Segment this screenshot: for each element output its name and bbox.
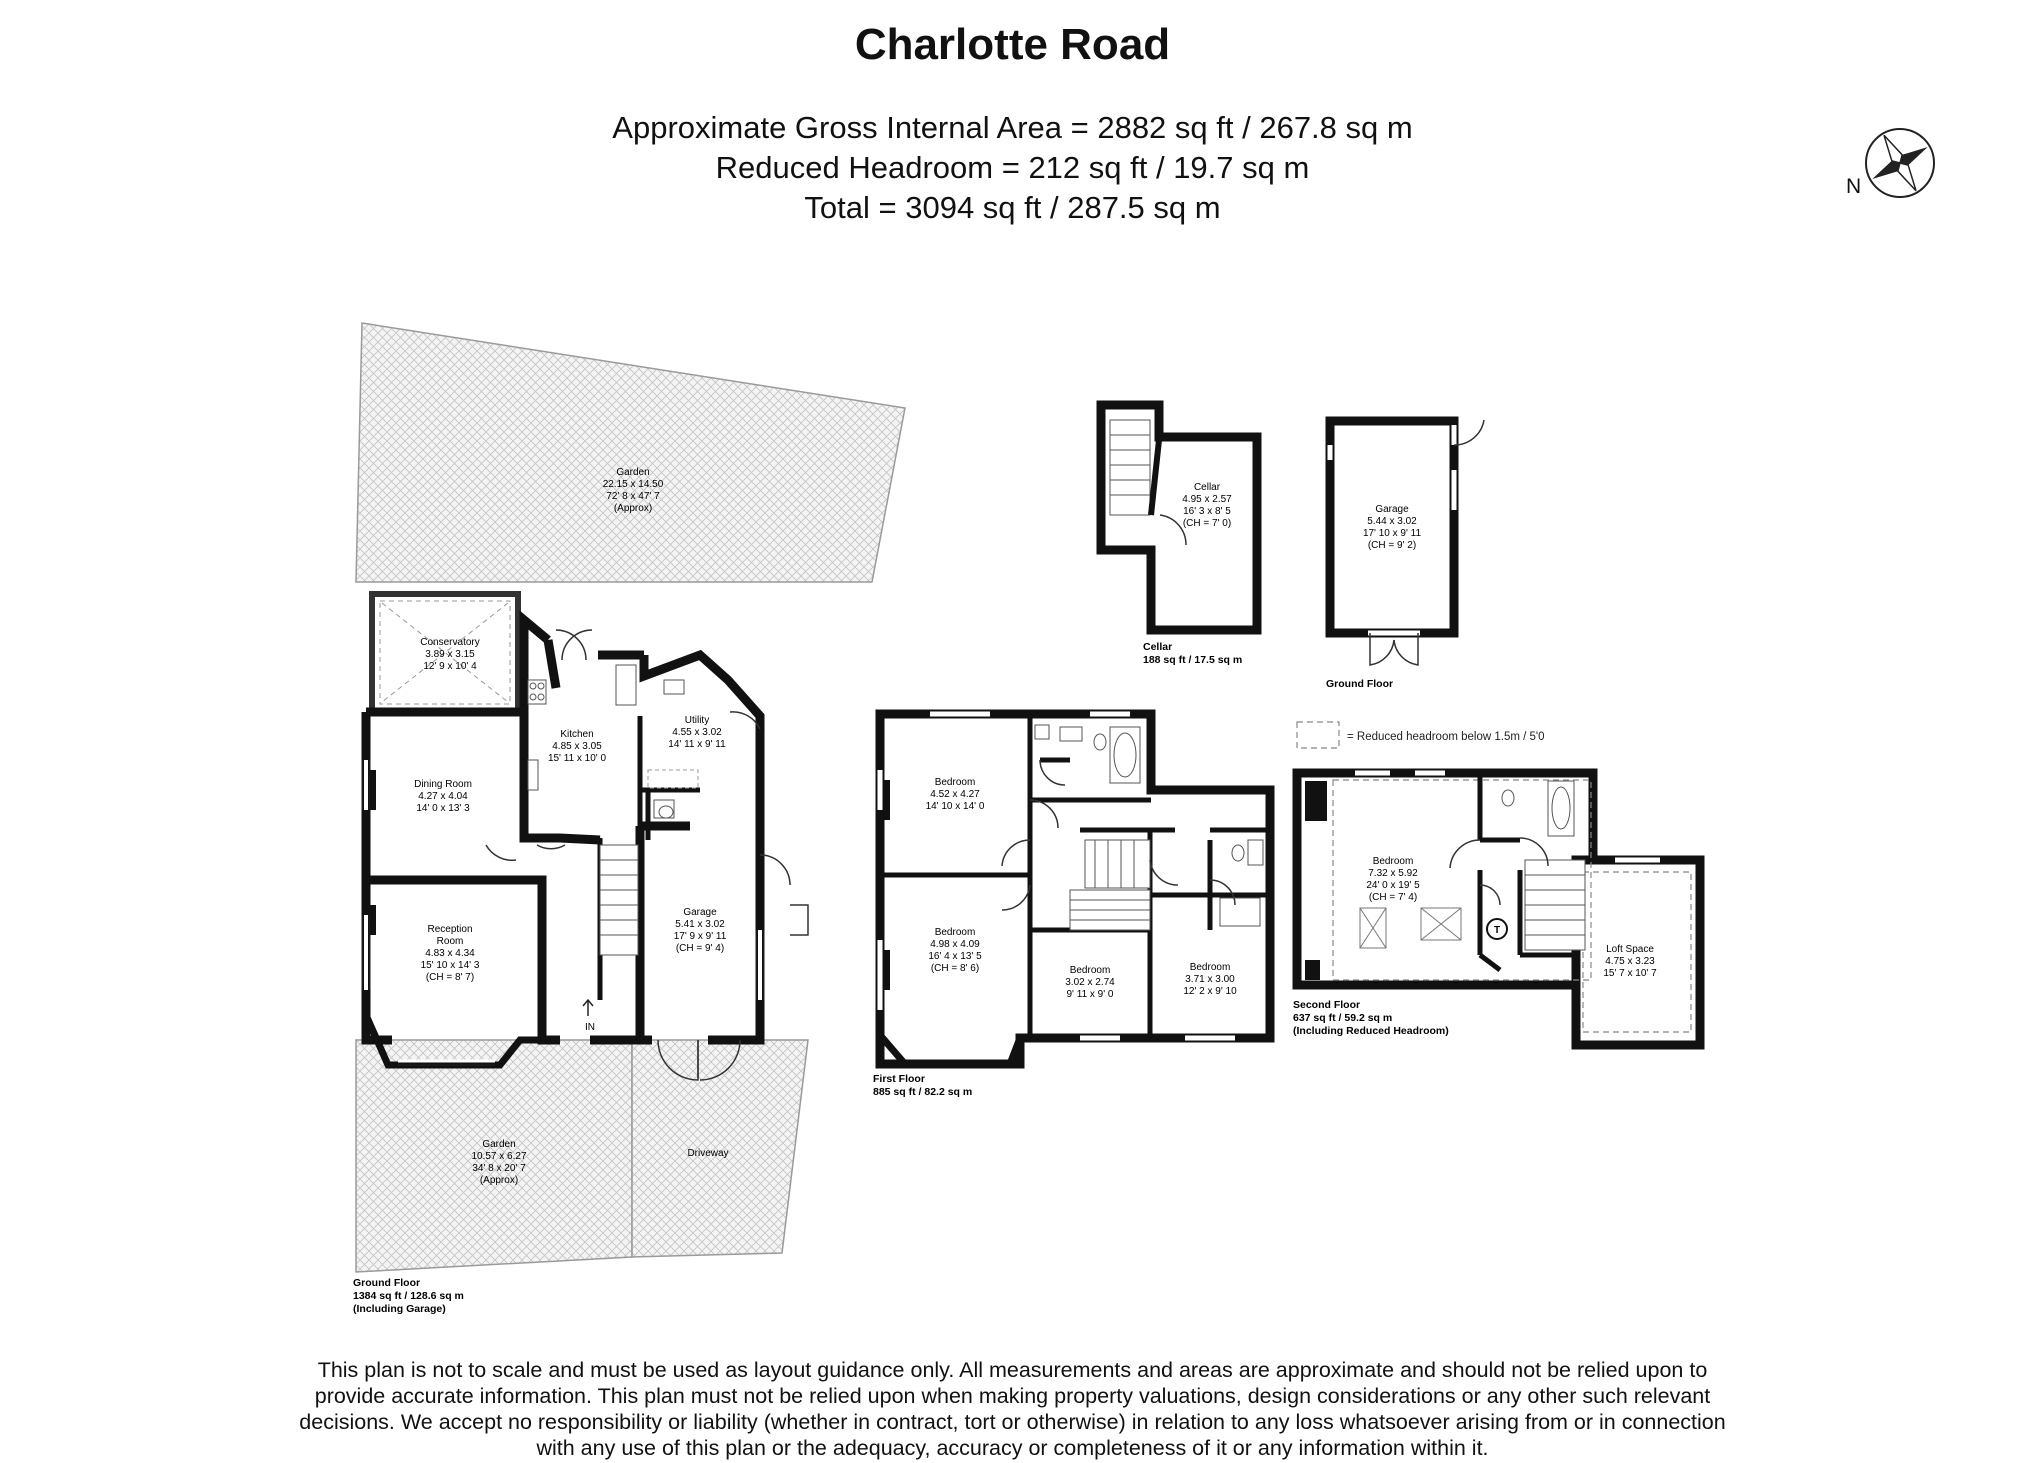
entrance-label: IN (585, 1022, 595, 1033)
bedroom-4-dims-imperial: 12' 2 x 9' 10 (1183, 986, 1237, 997)
reception-room-label-2: Room (437, 936, 464, 947)
reception-room-dims-imperial: 15' 10 x 14' 3 (421, 960, 480, 971)
rear-garden (355, 322, 906, 583)
rear-garden-dims-metric: 22.15 x 14.50 (603, 479, 664, 490)
cellar-floor-title: Cellar (1143, 641, 1172, 653)
bedroom-3-dims-imperial: 9' 11 x 9' 0 (1067, 989, 1114, 1000)
second-floor-bedroom-dims-metric: 7.32 x 5.92 (1368, 868, 1418, 879)
entrance-arrow-icon (582, 998, 594, 1016)
bedroom-3-label: Bedroom (1070, 965, 1111, 976)
conservatory-dims-metric: 3.89 x 3.15 (425, 649, 475, 660)
reduced-headroom-legend-swatch (1296, 721, 1340, 749)
detached-garage-dims-imperial: 17' 10 x 9' 11 (1363, 528, 1422, 539)
bedroom-1-dims-imperial: 14' 10 x 14' 0 (926, 801, 985, 812)
driveway-label: Driveway (687, 1148, 728, 1159)
reduced-headroom-legend: = Reduced headroom below 1.5m / 5'0 (1347, 731, 1545, 743)
first-floor-area: 885 sq ft / 82.2 sq m (873, 1086, 972, 1098)
detached-garage-floor-title: Ground Floor (1326, 678, 1393, 690)
disclaimer: This plan is not to scale and must be us… (299, 1358, 1726, 1460)
first-floor-plan (875, 709, 1275, 1069)
detached-garage-dims-metric: 5.44 x 3.02 (1367, 516, 1417, 527)
reduced-headroom-area: Reduced Headroom = 212 sq ft / 19.7 sq m (715, 150, 1310, 185)
bedroom-2-label: Bedroom (935, 927, 976, 938)
conservatory-area (369, 591, 521, 715)
garage-dims-imperial: 17' 9 x 9' 11 (674, 931, 727, 942)
cellar-ceiling: (CH = 7' 0) (1183, 518, 1231, 529)
second-floor-bedroom-label: Bedroom (1373, 856, 1414, 867)
second-floor-plan (1292, 768, 1705, 1050)
detached-garage-plan (1325, 416, 1485, 666)
reception-room-label: Reception (427, 924, 472, 935)
reception-room-dims-metric: 4.83 x 4.34 (425, 948, 475, 959)
cellar-dims-metric: 4.95 x 2.57 (1182, 494, 1232, 505)
page-title: Charlotte Road (854, 20, 1171, 69)
front-garden-approx: (Approx) (480, 1175, 518, 1186)
conservatory-dims-imperial: 12' 9 x 10' 4 (423, 661, 477, 672)
compass-rose-icon (1865, 128, 1935, 198)
front-garden-label: Garden (482, 1139, 515, 1150)
bedroom-3-dims-metric: 3.02 x 2.74 (1065, 977, 1115, 988)
utility-dims-metric: 4.55 x 3.02 (672, 727, 722, 738)
second-floor-bedroom-dims-imperial: 24' 0 x 19' 5 (1366, 880, 1420, 891)
reception-room-ceiling: (CH = 8' 7) (426, 972, 474, 983)
gross-internal-area: Approximate Gross Internal Area = 2882 s… (612, 110, 1413, 145)
kitchen-dims-metric: 4.85 x 3.05 (552, 741, 602, 752)
second-floor-area: 637 sq ft / 59.2 sq m (1293, 1012, 1392, 1024)
second-floor-note: (Including Reduced Headroom) (1293, 1025, 1449, 1037)
utility-dims-imperial: 14' 11 x 9' 11 (668, 739, 726, 750)
rear-garden-dims-imperial: 72' 8 x 47' 7 (606, 491, 660, 502)
detached-garage-ceiling: (CH = 9' 2) (1368, 540, 1416, 551)
bedroom-1-dims-metric: 4.52 x 4.27 (930, 789, 980, 800)
front-garden-dims-metric: 10.57 x 6.27 (471, 1151, 526, 1162)
garage-dims-metric: 5.41 x 3.02 (675, 919, 725, 930)
detached-garage-label: Garage (1375, 504, 1409, 515)
ground-floor-title: Ground Floor (353, 1277, 420, 1289)
cellar-room-label: Cellar (1194, 482, 1221, 493)
bedroom-1-label: Bedroom (935, 777, 976, 788)
cellar-dims-imperial: 16' 3 x 8' 5 (1183, 506, 1231, 517)
ground-floor-plan (355, 322, 906, 1273)
bedroom-4-label: Bedroom (1190, 962, 1231, 973)
first-floor-title: First Floor (873, 1073, 925, 1085)
cellar-floor-area: 188 sq ft / 17.5 sq m (1143, 654, 1242, 666)
dining-room-label: Dining Room (414, 779, 472, 790)
conservatory-label: Conservatory (420, 637, 479, 648)
bedroom-2-dims-imperial: 16' 4 x 13' 5 (928, 951, 982, 962)
compass-north-label: N (1846, 175, 1862, 198)
ground-floor-note: (Including Garage) (353, 1303, 446, 1315)
ground-floor-area: 1384 sq ft / 128.6 sq m (353, 1290, 464, 1302)
rear-garden-label: Garden (616, 467, 649, 478)
garage-ceiling: (CH = 9' 4) (676, 943, 724, 954)
dining-room-dims-metric: 4.27 x 4.04 (418, 791, 468, 802)
second-floor-title: Second Floor (1293, 999, 1360, 1011)
tank-label: T (1494, 925, 1500, 936)
front-garden-dims-imperial: 34' 8 x 20' 7 (472, 1163, 526, 1174)
dining-room-dims-imperial: 14' 0 x 13' 3 (416, 803, 470, 814)
garage-label: Garage (683, 907, 717, 918)
cellar-plan (1096, 400, 1262, 635)
loft-space-label: Loft Space (1606, 944, 1654, 955)
utility-label: Utility (685, 715, 709, 726)
loft-space-dims-imperial: 15' 7 x 10' 7 (1603, 968, 1657, 979)
rear-garden-approx: (Approx) (614, 503, 652, 514)
loft-space-dims-metric: 4.75 x 3.23 (1605, 956, 1655, 967)
bedroom-4-dims-metric: 3.71 x 3.00 (1185, 974, 1235, 985)
total-area: Total = 3094 sq ft / 287.5 sq m (804, 190, 1221, 225)
bedroom-2-dims-metric: 4.98 x 4.09 (930, 939, 980, 950)
kitchen-label: Kitchen (560, 729, 593, 740)
bedroom-2-ceiling: (CH = 8' 6) (931, 963, 979, 974)
second-floor-bedroom-ceiling: (CH = 7' 4) (1369, 892, 1417, 903)
kitchen-dims-imperial: 15' 11 x 10' 0 (548, 753, 607, 764)
